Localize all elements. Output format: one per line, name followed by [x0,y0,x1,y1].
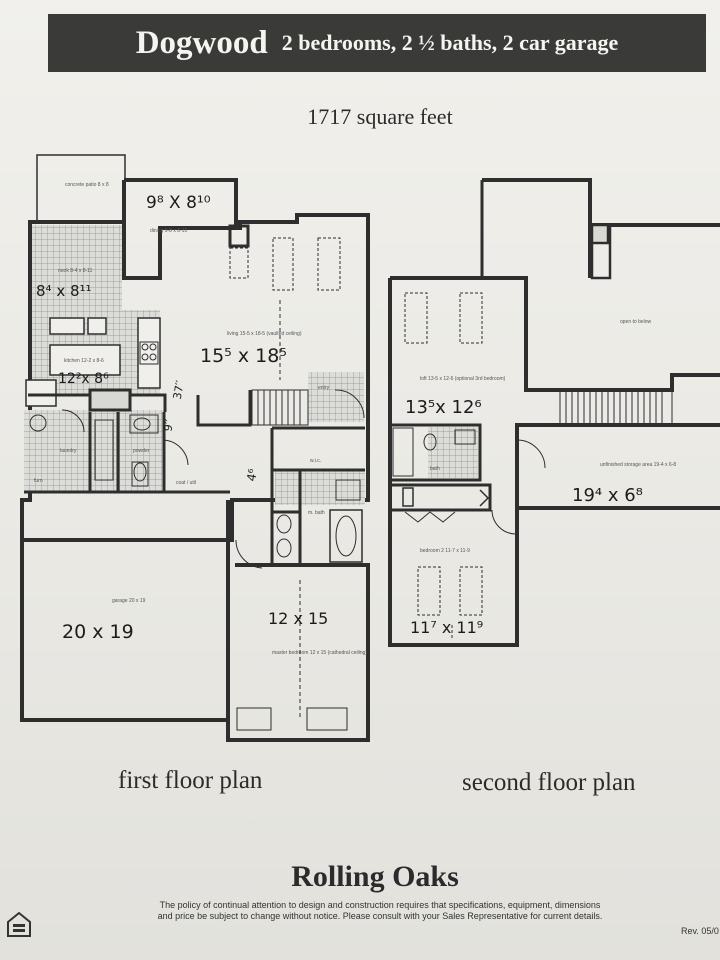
garage-handwritten: 20 x 19 [62,621,134,643]
storage-handwritten: 19⁴ x 6⁸ [572,485,643,506]
title-banner: Dogwood 2 bedrooms, 2 ½ baths, 2 car gar… [48,14,706,72]
first-floor-caption: first floor plan [118,767,263,794]
master-bath-label: m. bath [308,510,325,516]
policy-line-2: and price be subject to change without n… [157,911,603,921]
laundry-tile [24,410,164,492]
equal-housing-icon [7,911,31,937]
bedroom2-label: bedroom 2 11-7 x 11-9 [420,548,470,554]
laundry-label: laundry [60,448,77,454]
bath-tile [275,470,365,505]
master-handwritten: 12 x 15 [268,609,328,628]
nook-label: nook 8-4 x 8-11 [58,268,93,274]
dining-label: dining 9-8 x 8-10 [150,228,187,234]
nook-tile [32,225,122,310]
open-below-label: open to below [620,319,652,325]
second-floor-caption: second floor plan [462,769,636,796]
closet-note-handwritten: 4⁶ [244,468,260,483]
entry-tile [308,372,364,422]
model-summary: 2 bedrooms, 2 ½ baths, 2 car garage [281,30,619,55]
brand-name: Rolling Oaks [291,860,459,893]
square-feet: 1717 square feet [307,104,453,129]
dining-wall [124,178,238,228]
walk-in-closet-label: w.i.c. [310,458,321,464]
powder-label: powder [133,448,150,454]
policy-line-1: The policy of continual attention to des… [159,900,601,910]
garage-label: garage 20 x 19 [112,598,146,604]
master-bedroom-label: master bedroom 12 x 15 (cathedral ceilin… [272,650,367,656]
stair-note-handwritten: 37′′ [171,379,187,400]
upstairs-bath-label: bath [430,466,440,472]
first-floor-plan [20,154,370,742]
coat-closet-label: coat / util [176,480,196,486]
kitchen-label: kitchen 12-2 x 8-6 [64,358,104,364]
kitchen-handwritten: 12²x 8⁶ [58,371,109,387]
second-floor-plan [388,178,720,647]
furnace-label: furn [34,478,43,484]
patio-label: concrete patio 8 x 8 [65,182,109,188]
loft-handwritten: 13⁵x 12⁶ [405,397,482,418]
nook-handwritten: 8⁴ x 8¹¹ [36,282,92,300]
living-label: living 15-5 x 18-5 (vaulted ceiling) [227,331,302,337]
policy-text: The policy of continual attention to des… [110,900,650,922]
dining-handwritten: 9⁸ X 8¹⁰ [146,193,211,213]
hall-note-handwritten: 9′′ [161,418,176,433]
living-handwritten: 15⁵ x 18⁵ [200,345,287,367]
model-name: Dogwood [135,24,268,61]
bedroom2-handwritten: 11⁷ x 11⁹ [410,618,483,637]
patio-outline [36,154,126,223]
revision-label: Rev. 05/0 [681,926,719,936]
storage-label: unfinished storage area 19-4 x 6-8 [600,462,676,468]
entry-label: entry [318,385,330,391]
loft-label: loft 13-5 x 12-6 (optional 3rd bedroom) [420,376,506,382]
